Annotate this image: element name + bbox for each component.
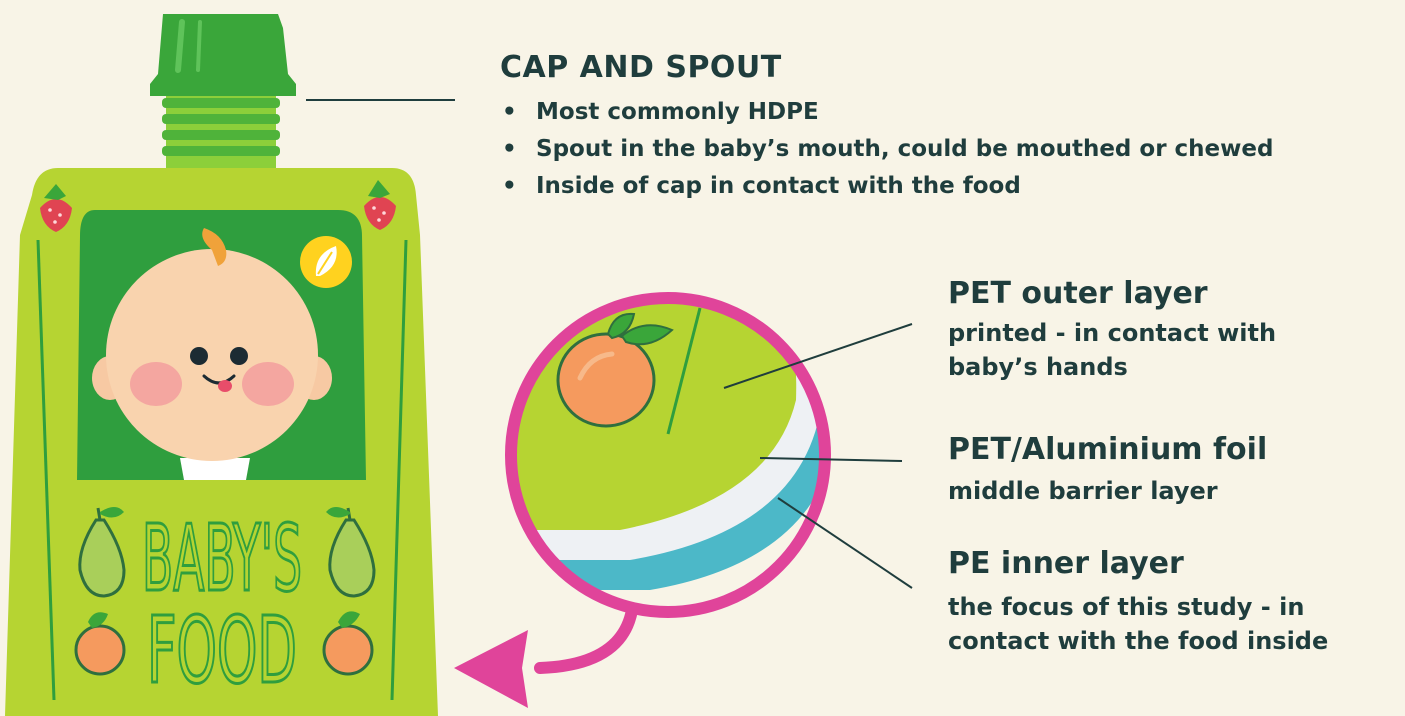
magnified-layer-view [454,290,840,708]
pe-inner-layer-title: PE inner layer [948,546,1184,581]
pe-inner-layer-description: the focus of this study - in contact wit… [948,590,1388,658]
baby-food-pouch: BABY'S FOOD [5,14,438,716]
bullet-item: Spout in the baby’s mouth, could be mout… [500,131,1273,168]
bullet-item: Most commonly HDPE [500,94,1273,131]
label-text-line-1: BABY'S [142,505,302,612]
pet-outer-layer-description: printed - in contact with baby’s hands [948,316,1288,384]
spout [162,96,280,168]
pet-aluminium-foil-description: middle barrier layer [948,474,1308,508]
pet-outer-layer-title: PET outer layer [948,276,1208,311]
arrow-head-icon [454,630,528,708]
cap-and-spout-bullets: Most commonly HDPE Spout in the baby’s m… [500,94,1273,205]
pet-aluminium-foil-title: PET/Aluminium foil [948,432,1267,467]
cap-and-spout-title: CAP AND SPOUT [500,50,782,85]
cap [150,14,296,96]
label-text-line-2: FOOD [147,597,297,704]
magnifier-arrow [540,610,632,668]
organic-leaf-icon [300,236,352,288]
bullet-item: Inside of cap in contact with the food [500,168,1273,205]
